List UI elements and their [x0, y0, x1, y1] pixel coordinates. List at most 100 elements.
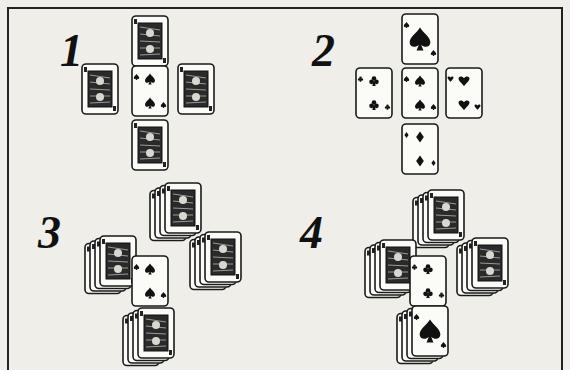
figure-number: 3	[38, 210, 61, 256]
face-picture	[184, 71, 208, 107]
spade-pip	[414, 314, 419, 320]
playing-card	[402, 14, 438, 64]
face-detail	[213, 270, 233, 271]
club-stem	[426, 293, 429, 298]
playing-card	[402, 68, 438, 118]
corner-index	[236, 274, 239, 279]
face-picture	[138, 23, 162, 59]
club-pip	[439, 294, 442, 297]
playing-card	[132, 256, 168, 306]
spade-pip	[145, 74, 155, 85]
heart-pip	[448, 77, 454, 82]
card-outline	[402, 68, 438, 118]
face-head	[486, 267, 494, 275]
face-detail	[90, 89, 110, 90]
face-head	[442, 203, 450, 211]
face-detail	[436, 215, 456, 216]
face-picture	[211, 239, 235, 275]
face-head	[179, 212, 187, 220]
playing-card	[412, 306, 448, 356]
card-outline	[100, 236, 136, 286]
face-detail	[480, 276, 500, 277]
playing-card	[132, 66, 168, 116]
spade-pip	[415, 76, 425, 87]
face-picture	[144, 315, 168, 351]
face-head	[219, 261, 227, 269]
face-head	[114, 249, 122, 257]
club-stem	[360, 79, 362, 82]
face-head	[192, 93, 200, 101]
spade-pip	[431, 104, 436, 110]
spade-pip	[415, 100, 425, 111]
face-picture	[171, 190, 195, 226]
club-pip	[358, 78, 361, 81]
club-pip	[415, 266, 418, 269]
club-stem	[387, 107, 389, 110]
corner-index	[474, 241, 477, 246]
face-detail	[108, 261, 128, 262]
playing-card	[446, 68, 482, 118]
club-pip	[442, 294, 445, 297]
playing-card	[100, 236, 136, 286]
card-outline	[82, 64, 118, 114]
card-outline	[132, 120, 168, 170]
corner-index	[503, 280, 506, 285]
face-picture	[434, 197, 458, 233]
spade-pip	[161, 102, 166, 108]
club-stem	[426, 269, 429, 274]
playing-card	[205, 232, 241, 282]
card-outline	[132, 256, 168, 306]
face-head	[152, 321, 160, 329]
playing-card	[402, 124, 438, 174]
card-outline	[178, 64, 214, 114]
card-outline	[205, 232, 241, 282]
corner-index	[163, 58, 166, 63]
spade-pip	[410, 28, 431, 51]
face-picture	[138, 127, 162, 163]
spade-pip	[145, 264, 155, 275]
corner-index	[140, 311, 143, 316]
face-head	[146, 149, 154, 157]
corner-index	[134, 123, 137, 128]
club-stem	[414, 267, 416, 270]
card-outline	[165, 183, 201, 233]
corner-index	[196, 225, 199, 230]
corner-index	[84, 67, 87, 72]
corner-index	[180, 67, 183, 72]
figure-number: 2	[312, 28, 335, 74]
club-pip	[412, 266, 415, 269]
face-picture	[478, 245, 502, 281]
playing-card	[82, 64, 118, 114]
face-detail	[388, 278, 408, 279]
heart-pip	[475, 105, 481, 110]
spade-pip	[145, 288, 155, 299]
face-head	[179, 196, 187, 204]
face-head	[442, 219, 450, 227]
face-head	[146, 133, 154, 141]
corner-index	[209, 106, 212, 111]
face-detail	[186, 89, 206, 90]
heart-pip	[459, 100, 470, 110]
corner-index	[113, 106, 116, 111]
face-detail	[90, 102, 110, 103]
face-detail	[140, 158, 160, 159]
card-outline	[472, 238, 508, 288]
card-outline	[410, 256, 446, 306]
diamond-pip	[416, 132, 424, 143]
face-head	[394, 269, 402, 277]
face-detail	[173, 208, 193, 209]
figure-number: 1	[60, 28, 83, 74]
face-head	[96, 77, 104, 85]
face-head	[152, 337, 160, 345]
playing-card	[178, 64, 214, 114]
diamond-pip	[416, 156, 424, 167]
playing-card	[165, 183, 201, 233]
playing-card	[138, 308, 174, 358]
face-detail	[388, 265, 408, 266]
spade-pip	[134, 264, 139, 270]
face-detail	[436, 228, 456, 229]
spade-pip	[404, 76, 409, 82]
face-head	[146, 45, 154, 53]
spade-pip	[420, 320, 441, 343]
